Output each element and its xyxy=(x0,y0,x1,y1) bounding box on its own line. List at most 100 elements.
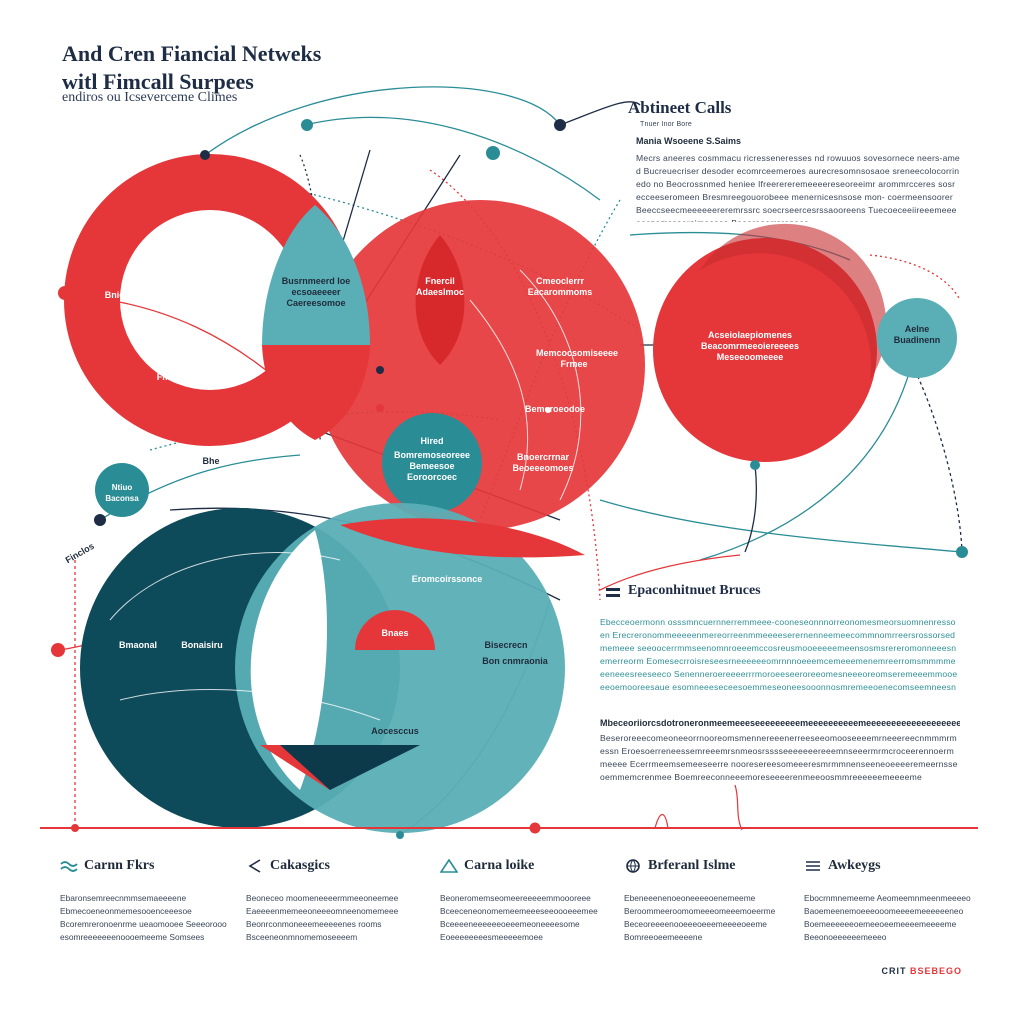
node-dot xyxy=(301,119,313,131)
right-panel-heading: Abtineet Calls xyxy=(628,98,732,117)
node-dot xyxy=(750,460,760,470)
feature-2-body: Beoneceo moomeneeeermmeeoneemee Eaeeeenm… xyxy=(246,893,399,942)
node-dot xyxy=(376,404,384,412)
light-teal-bottom-label: Aocesccus xyxy=(371,726,419,736)
section-bullet xyxy=(606,588,620,591)
inner-arc xyxy=(109,552,341,621)
middle-circle-top-label: Cmeoclerrr Eacarommoms xyxy=(527,276,593,297)
right-panel-body: Mecrs aneeres cosmmacu ricresseneresses … xyxy=(636,153,960,222)
node-dots xyxy=(51,119,968,839)
connector-curve xyxy=(599,499,963,553)
light-teal-label-a: Bisecrecn xyxy=(484,640,528,650)
feature-1-title: Carnn Fkrs xyxy=(84,858,155,873)
node-dot xyxy=(51,643,65,657)
node-dot xyxy=(94,514,106,526)
node-dot xyxy=(376,366,384,374)
feature-4-body: Ebeneeenenoeoneeeeoenemeeme Beroommeeroo… xyxy=(624,893,776,942)
connector-curve xyxy=(869,254,961,301)
connector-curve xyxy=(699,369,911,561)
feature-4: Brferanl Islme Ebeneeenenoeoneeeeoenemee… xyxy=(624,858,804,944)
timeline-squiggle xyxy=(734,784,743,831)
connector-curve xyxy=(599,554,741,591)
teal-left-label: Ntiuo Baconsa xyxy=(105,483,139,503)
red-drop-lower xyxy=(262,345,370,440)
node-dot xyxy=(396,831,404,839)
light-teal-top-label: Eromcoirssonce xyxy=(411,574,483,584)
footer-credit: CRIT BSEBEGO xyxy=(881,966,962,976)
teal-circle-mid xyxy=(382,413,482,513)
inner-arc xyxy=(469,299,529,491)
feature-4-title: Brferanl Islme xyxy=(648,858,736,873)
connector-curve xyxy=(559,101,641,126)
left-small-label: Bhe xyxy=(202,456,220,466)
section-bullet xyxy=(606,594,620,597)
connector-curve xyxy=(304,116,601,201)
bracket-icon xyxy=(248,859,261,873)
red-circle-right xyxy=(653,238,877,462)
connector-curve xyxy=(744,464,758,553)
overlap-lens xyxy=(250,530,327,790)
footer-right: BSEBEGO xyxy=(909,966,962,976)
globe-icon xyxy=(626,859,640,873)
node-dot xyxy=(545,407,551,413)
node-dot xyxy=(554,119,566,131)
red-ring-low-label: Fmmeeaes xyxy=(156,372,204,382)
feature-2: Cakasgics Beoneceo moomeneeeermmeeoneeme… xyxy=(246,858,426,944)
feature-1-heading: Carnn Fkrs xyxy=(60,858,240,874)
inner-arc xyxy=(119,689,381,721)
right-panel-kicker: Tnuer Inor Bore xyxy=(640,121,693,128)
red-ring-mid-label: Bnicmsaiucm xyxy=(104,290,164,300)
feature-2-heading: Cakasgics xyxy=(246,858,426,874)
feature-5-title: Awkeygs xyxy=(828,858,881,873)
feature-5: Awkeygs Ebocrnmnemeeme Aeomeemnmeenmeeee… xyxy=(804,858,984,944)
subtitle: endiros ou Icseverceme Climes xyxy=(62,90,238,105)
teal-drop-label: Busrnmeerd Ioe ecsoaeeeer Caereesomoe xyxy=(281,276,351,308)
dark-circle-label-b: Bonaisiru xyxy=(181,640,223,650)
node-dot xyxy=(956,546,968,558)
node-dot xyxy=(58,286,72,300)
section-paragraph-2: Beseroreeecomeoneeorrnooreomsmennereeene… xyxy=(600,733,958,782)
feature-3-body: Beoneromemseomeereeeeemmoooreee Bceecene… xyxy=(440,893,598,942)
red-circle-shade xyxy=(700,223,887,380)
teal-right-label: Aelne Buadinenn xyxy=(893,324,941,345)
timeline-pulse xyxy=(620,813,690,829)
wave-icon xyxy=(60,861,78,872)
feature-4-heading: Brferanl Islme xyxy=(624,858,804,874)
teal-circle-right xyxy=(877,298,957,378)
footer-left: CRIT xyxy=(881,966,907,976)
section-paragraph-2-lead: Mbeceoriiorcsdotroneronmeemeeeseeeeeeeee… xyxy=(600,718,960,728)
title-line-2: witl Fimcall Surpees xyxy=(62,69,254,94)
node-dot xyxy=(200,150,210,160)
red-lens-label: Fnercil Adaeslmoc xyxy=(415,276,465,297)
red-ring-top-label: Tck xyxy=(126,268,142,278)
feature-1: Carnn Fkrs Ebaronsemreecnmmsemaeeeene Eb… xyxy=(60,858,240,944)
list-icon xyxy=(806,861,820,871)
inner-arc xyxy=(519,269,582,501)
feature-3: Carna loike Beoneromemseomeereeeeemmooor… xyxy=(440,858,620,944)
triangle-icon xyxy=(440,859,458,873)
title-line-1: And Cren Fiancial Netweks xyxy=(62,41,322,66)
feature-5-body: Ebocrnmnemeeme Aeomeemnmeenmeeeeo Baoeme… xyxy=(804,893,971,942)
section-paragraph-1: Ebecceoermonn osssmncuernnerremmeee-coon… xyxy=(600,617,958,696)
teal-circle-left xyxy=(95,463,149,517)
teal-mid-title: Hired xyxy=(420,436,444,446)
feature-2-title: Cakasgics xyxy=(270,858,330,873)
teal-drop xyxy=(262,205,370,345)
feature-5-heading: Awkeygs xyxy=(804,858,984,874)
node-dot xyxy=(486,146,500,160)
middle-circle-low-label: Bnoercrrnar Beoeeeomoes xyxy=(512,452,574,473)
connector-curve xyxy=(909,359,963,553)
right-panel-subheading: Mania Wsoeene S.Saims xyxy=(636,136,742,146)
red-right-label: Acseiolaepiomenes Beacomrmeeoiereeees Me… xyxy=(700,330,800,362)
dark-circle-label-a: Bmaonal xyxy=(118,640,157,650)
section-heading: Epaconhitnuet Bruces xyxy=(628,583,761,598)
light-teal-label-b: Bon cnmraonia xyxy=(482,656,548,666)
red-overlap xyxy=(340,518,585,558)
feature-3-title: Carna loike xyxy=(464,858,535,873)
connector-curve xyxy=(204,86,561,156)
middle-circle-mid-label: Memcocsomiseeee Frmee xyxy=(536,348,619,369)
teal-mid-label: Bomremoseoreee Bemeesoe Eoroorcoec xyxy=(393,450,471,482)
navy-wedge xyxy=(280,745,420,790)
feature-1-body: Ebaronsemreecnmmsemaeeeene Ebmecoeneonme… xyxy=(60,893,227,942)
